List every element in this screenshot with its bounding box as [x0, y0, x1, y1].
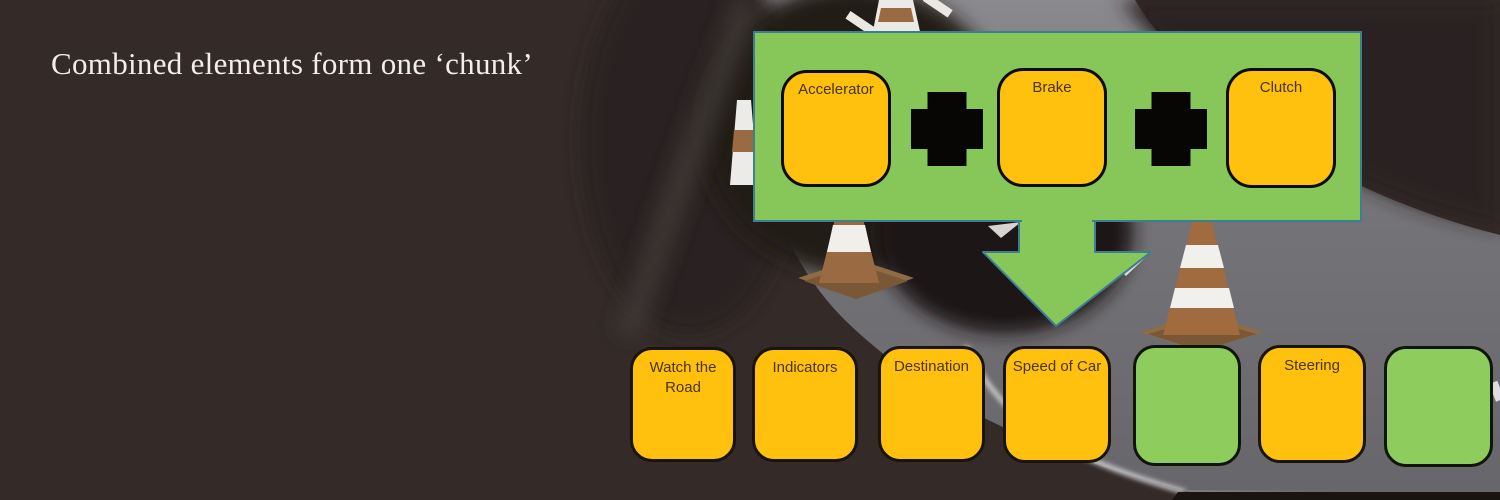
element-label: Speed of Car: [1012, 358, 1102, 375]
chunk-item-accelerator: Accelerator: [781, 70, 891, 187]
chunk-item-label: Brake: [1032, 79, 1072, 96]
element-label: Steering: [1284, 357, 1340, 374]
element-empty-green: [1384, 346, 1493, 467]
plus-icon: [911, 92, 983, 166]
plus-horizontal-bar: [1135, 109, 1207, 149]
element-speed-of-car: Speed of Car: [1003, 346, 1111, 463]
traffic-cone-icon: [872, 0, 921, 36]
element-destination: Destination: [878, 346, 985, 462]
chunk-item-clutch: Clutch: [1226, 68, 1336, 188]
element-indicators: Indicators: [752, 347, 858, 462]
element-label: Indicators: [772, 359, 838, 376]
chunk-item-brake: Brake: [997, 68, 1107, 187]
traffic-cone-icon: [798, 195, 914, 299]
lane-dash: [922, 0, 953, 18]
traffic-cone-icon: [730, 100, 758, 185]
plus-icon: [1135, 92, 1207, 166]
element-label: Watch the Road: [649, 359, 717, 397]
element-steering: Steering: [1258, 345, 1366, 463]
chunk-item-label: Accelerator: [798, 81, 874, 98]
slide-title: Combined elements form one ‘chunk’: [51, 46, 533, 81]
traffic-cone-icon: [1140, 211, 1263, 352]
chunk-item-label: Clutch: [1259, 79, 1303, 96]
dark-streak: [614, 0, 762, 340]
element-watch-the-road: Watch the Road: [630, 347, 736, 462]
road-bottom-strip: [1172, 492, 1500, 500]
plus-horizontal-bar: [911, 109, 983, 149]
element-label: Destination: [893, 358, 970, 375]
element-empty-green: [1133, 345, 1241, 466]
